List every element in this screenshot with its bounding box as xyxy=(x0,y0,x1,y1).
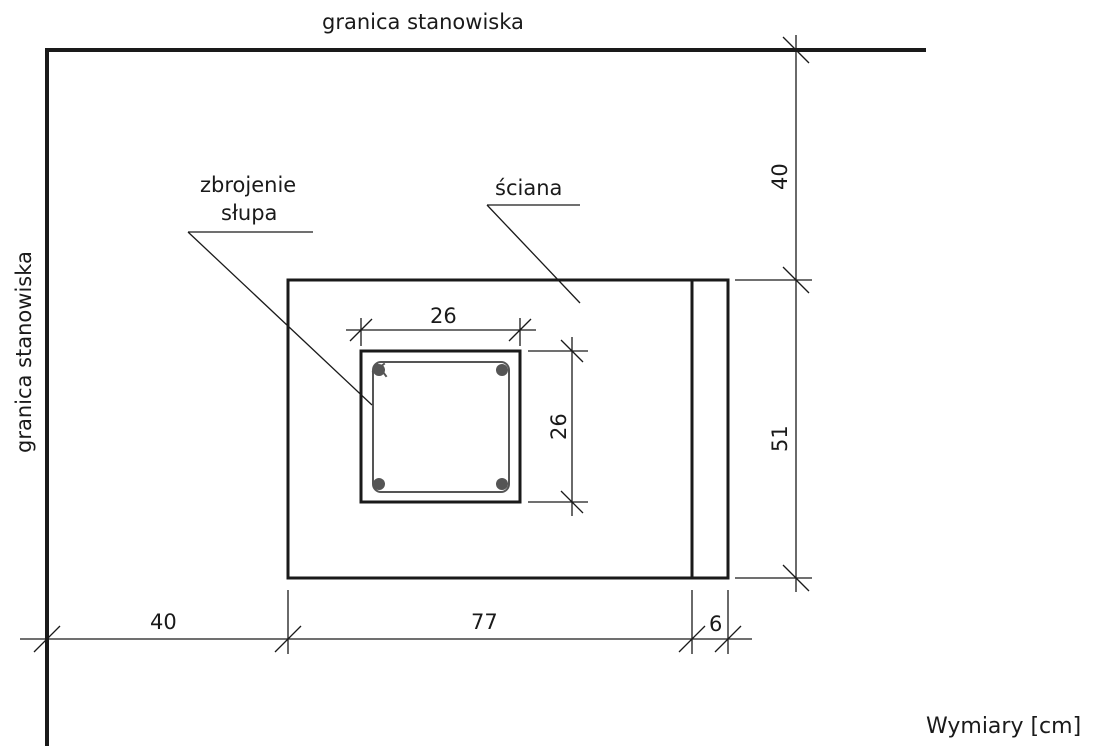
rebar-dot xyxy=(373,478,385,490)
dimension-left-offset: 40 xyxy=(150,610,177,634)
dimension-wall-extra: 6 xyxy=(709,612,723,636)
dimension-tick xyxy=(782,266,810,294)
dimension-tick xyxy=(274,625,302,653)
units-label: Wymiary [cm] xyxy=(926,714,1082,739)
column-rebar-label-line2: słupa xyxy=(221,201,278,225)
dimension-tick xyxy=(560,339,584,363)
dimension-tick xyxy=(714,625,742,653)
dimension-tick xyxy=(678,625,706,653)
rebar-dot xyxy=(496,364,508,376)
rebar-dot xyxy=(496,478,508,490)
column-outline xyxy=(359,349,522,504)
wall-outline xyxy=(286,278,730,580)
dimension-tick xyxy=(349,318,373,342)
dimension-tick xyxy=(508,318,532,342)
stirrup xyxy=(372,361,510,493)
dimension-tick xyxy=(782,564,810,592)
left-boundary-label: granica stanowiska xyxy=(12,251,36,453)
dimension-tick xyxy=(33,625,61,653)
dimension-tick xyxy=(782,36,810,64)
wall-label: ściana xyxy=(495,176,563,200)
leader-line xyxy=(187,231,373,406)
boundary-line xyxy=(45,48,926,746)
top-boundary-label: granica stanowiska xyxy=(322,10,524,34)
dimension-column-width: 26 xyxy=(430,304,457,328)
column-rebar-label-line1: zbrojenie xyxy=(200,173,297,197)
dimension-tick xyxy=(560,490,584,514)
dimension-wall-width: 77 xyxy=(471,610,498,634)
rebar-dot xyxy=(373,364,385,376)
dimension-top-offset: 40 xyxy=(768,163,792,190)
leader-line xyxy=(486,204,581,304)
dimension-column-height: 26 xyxy=(547,413,571,440)
dimension-wall-height: 51 xyxy=(768,425,792,452)
